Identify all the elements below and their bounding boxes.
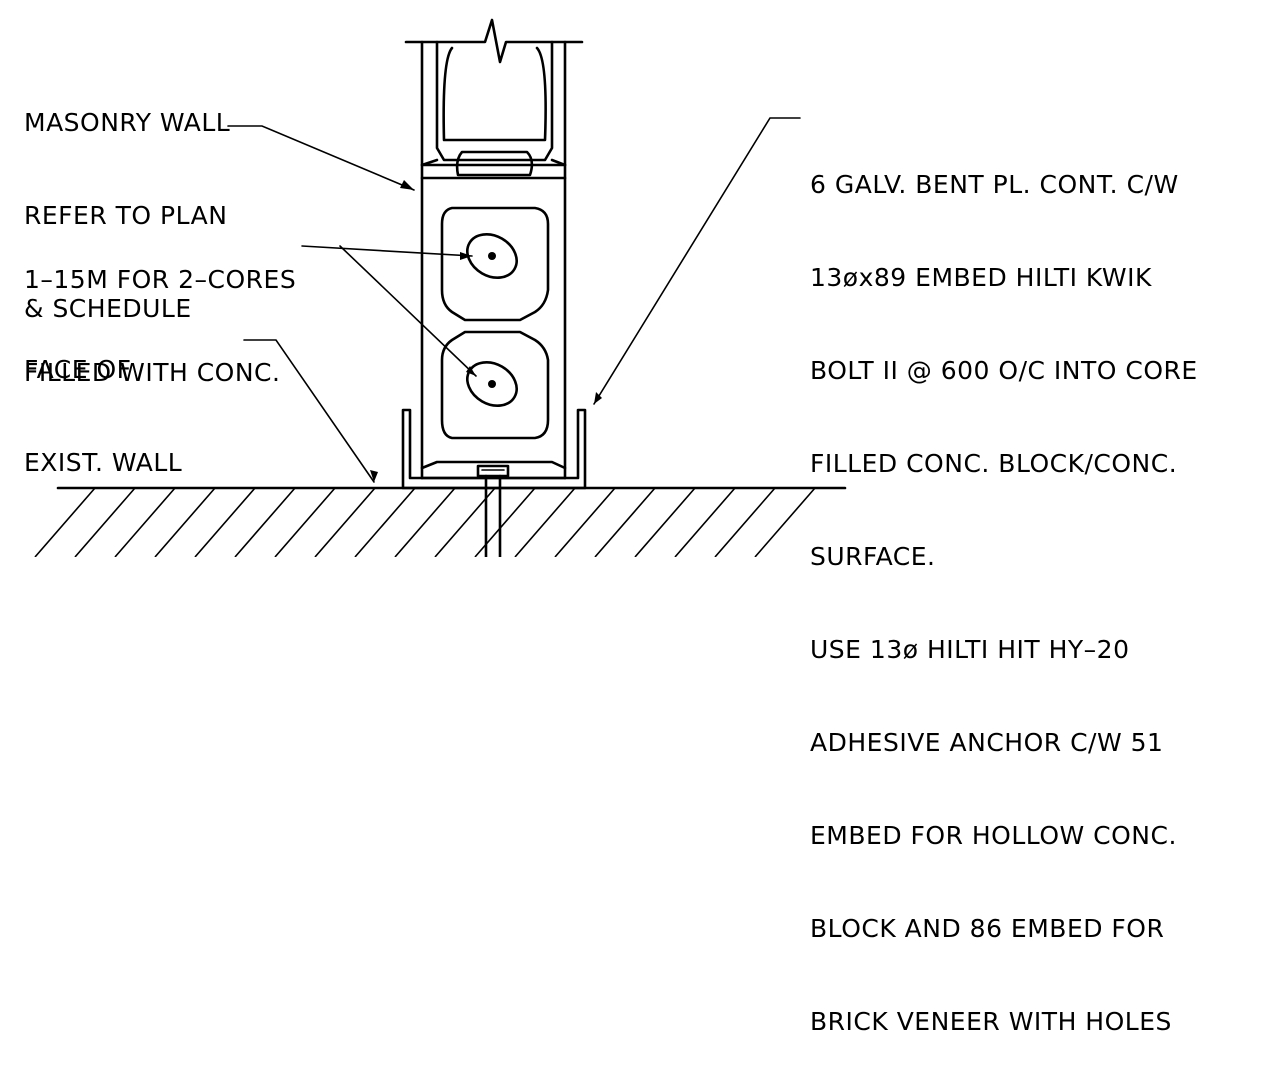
hatch-line bbox=[674, 487, 736, 557]
rebar-upper bbox=[466, 233, 518, 279]
note-line: REFER TO PLAN bbox=[24, 201, 228, 230]
note-line: EXIST. WALL bbox=[24, 448, 183, 477]
note-bent-plate: 6 GALV. BENT PL. CONT. C/W 13øx89 EMBED … bbox=[810, 107, 1198, 1068]
leader-face-of-wall bbox=[243, 339, 375, 483]
masonry-anchor-detail-drawing bbox=[34, 18, 847, 557]
note-line: BRICK VENEER WITH HOLES bbox=[810, 1007, 1172, 1036]
note-line: 6 GALV. BENT PL. CONT. C/W bbox=[810, 170, 1179, 199]
hatch-line bbox=[314, 487, 376, 557]
note-line: FILLED CONC. BLOCK/CONC. bbox=[810, 449, 1178, 478]
hatch-line bbox=[594, 487, 656, 557]
hatch-line bbox=[154, 487, 216, 557]
break-line bbox=[404, 18, 584, 64]
hatch-line bbox=[234, 487, 296, 557]
hatch-line bbox=[354, 487, 416, 557]
hatch-line bbox=[514, 487, 576, 557]
note-line: FILLED WITH CONC. bbox=[24, 358, 281, 387]
leader-bent-plate bbox=[593, 117, 801, 405]
note-line: 1–15M FOR 2–CORES bbox=[24, 265, 297, 294]
hatch-line bbox=[34, 487, 96, 557]
note-line: BLOCK AND 86 EMBED FOR bbox=[810, 914, 1165, 943]
hatch-line bbox=[114, 487, 176, 557]
block-core-lower bbox=[440, 330, 550, 440]
leader-rebar bbox=[301, 245, 473, 257]
note-rebar: 1–15M FOR 2–CORES FILLED WITH CONC. bbox=[24, 202, 296, 419]
hatch-line bbox=[754, 487, 816, 557]
leader-masonry-wall bbox=[227, 125, 415, 191]
masonry-block-outline bbox=[404, 18, 584, 480]
hatch-line bbox=[634, 487, 696, 557]
note-masonry-wall: MASONRY WALL REFER TO PLAN & SCHEDULE bbox=[24, 45, 230, 355]
hatch-line bbox=[274, 487, 336, 557]
note-line: FACE OF bbox=[24, 355, 132, 384]
note-line: BOLT II @ 600 O/C INTO CORE bbox=[810, 356, 1198, 385]
anchor-bolt bbox=[476, 464, 510, 557]
rebar-lower bbox=[466, 361, 518, 407]
leader-rebar-lower bbox=[339, 245, 477, 377]
hatch-line bbox=[74, 487, 136, 557]
note-line: & SCHEDULE bbox=[24, 294, 192, 323]
note-line: USE 13ø HILTI HIT HY–20 bbox=[810, 635, 1130, 664]
hatch-line bbox=[394, 487, 456, 557]
hatch-line bbox=[194, 487, 256, 557]
hatch-line bbox=[474, 487, 536, 557]
note-line: EMBED FOR HOLLOW CONC. bbox=[810, 821, 1177, 850]
hatch-line bbox=[554, 487, 616, 557]
block-core-upper bbox=[440, 206, 550, 322]
note-line: 13øx89 EMBED HILTI KWIK bbox=[810, 263, 1152, 292]
note-face-of-wall: FACE OF EXIST. WALL bbox=[24, 292, 182, 509]
bent-plate-channel bbox=[401, 408, 587, 490]
note-line: MASONRY WALL bbox=[24, 108, 231, 137]
note-line: ADHESIVE ANCHOR C/W 51 bbox=[810, 728, 1164, 757]
hatch-line bbox=[714, 487, 776, 557]
